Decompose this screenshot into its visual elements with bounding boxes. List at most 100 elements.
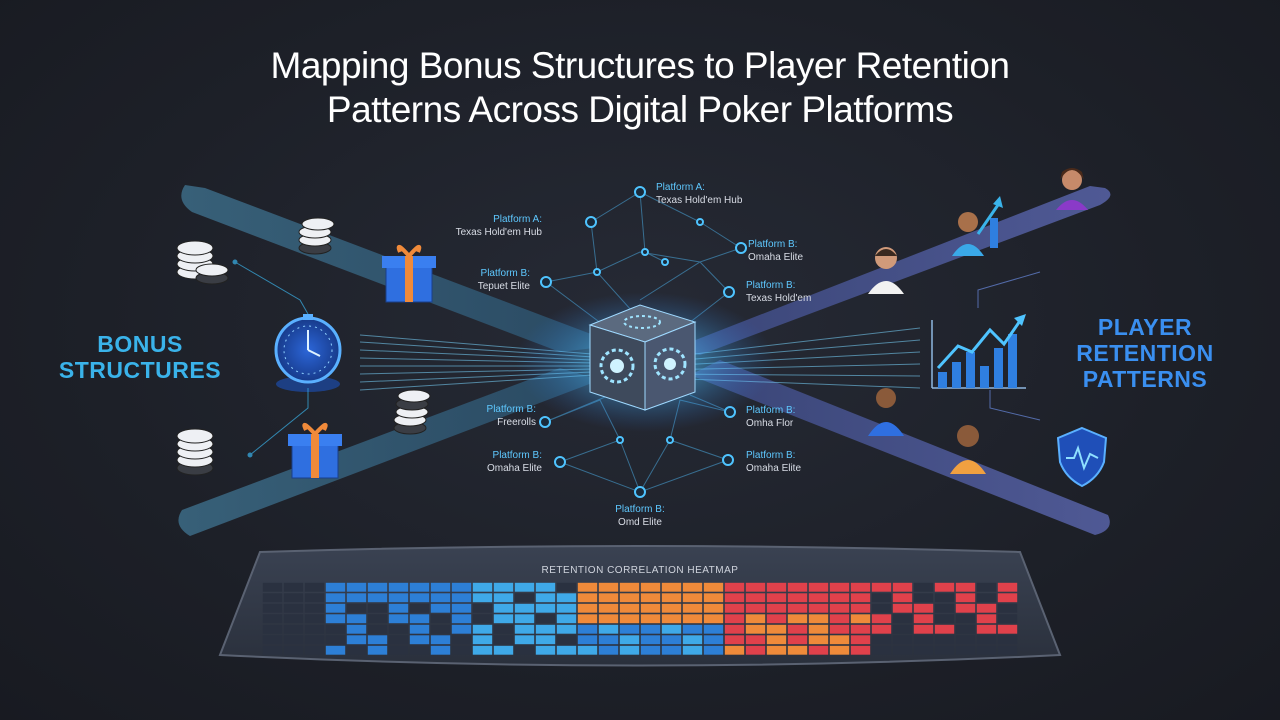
heatmap-cell: [346, 624, 367, 634]
heatmap-cell: [325, 624, 346, 634]
heatmap-cell: [829, 593, 850, 603]
svg-text:Platform A:: Platform A:: [493, 214, 542, 225]
heatmap-cell: [388, 624, 409, 634]
heatmap-cell: [472, 603, 493, 613]
svg-text:Freerolls: Freerolls: [497, 417, 536, 428]
heatmap-cell: [724, 603, 745, 613]
heatmap-cell: [514, 635, 535, 645]
heatmap-cell: [304, 635, 325, 645]
heatmap-cell: [787, 645, 808, 655]
heatmap-cell: [388, 645, 409, 655]
heatmap-cell: [556, 582, 577, 592]
heatmap-cell: [829, 614, 850, 624]
heatmap-cell: [262, 645, 283, 655]
heatmap-cell: [808, 603, 829, 613]
heatmap-cell: [724, 614, 745, 624]
heatmap-cell: [388, 603, 409, 613]
heatmap-cell: [829, 603, 850, 613]
heatmap-cell: [514, 624, 535, 634]
heatmap-cell: [577, 645, 598, 655]
heatmap-title: RETENTION CORRELATION HEATMAP: [541, 565, 739, 576]
heatmap-cell: [451, 603, 472, 613]
heatmap-cell: [472, 645, 493, 655]
person-avatar-icon: [952, 212, 984, 256]
heatmap-cell: [871, 603, 892, 613]
heatmap-cell: [661, 645, 682, 655]
heatmap-cell: [703, 624, 724, 634]
heatmap-cell: [367, 582, 388, 592]
poker-chips-icon: [176, 240, 229, 285]
heatmap-cell: [472, 614, 493, 624]
heatmap-cell: [787, 614, 808, 624]
heatmap-cell: [409, 593, 430, 603]
heatmap-cell: [997, 614, 1018, 624]
heatmap-cell: [745, 593, 766, 603]
heatmap-cell: [682, 645, 703, 655]
heatmap-cell: [304, 624, 325, 634]
heatmap-cell: [997, 603, 1018, 613]
heatmap-cell: [346, 635, 367, 645]
heatmap-cell: [493, 635, 514, 645]
heatmap-cell: [325, 635, 346, 645]
heatmap-cell: [808, 614, 829, 624]
shield-heart-icon: [1056, 426, 1108, 488]
heatmap-cell: [535, 603, 556, 613]
svg-text:Platform B:: Platform B:: [615, 504, 664, 515]
heatmap-cell: [787, 624, 808, 634]
heatmap-cell: [682, 624, 703, 634]
heatmap-cell: [766, 624, 787, 634]
heatmap-cell: [955, 603, 976, 613]
gift-box-icon: [288, 422, 342, 479]
svg-text:Platform B:: Platform B:: [487, 404, 536, 415]
heatmap-cell: [556, 635, 577, 645]
heatmap-cell: [724, 635, 745, 645]
heatmap-cell: [766, 614, 787, 624]
heatmap-cell: [976, 624, 997, 634]
heatmap-cell: [871, 635, 892, 645]
heatmap-cell: [934, 645, 955, 655]
heatmap-cell: [493, 645, 514, 655]
heatmap-cell: [724, 645, 745, 655]
heatmap-cell: [556, 624, 577, 634]
right-connectors: [977, 271, 1041, 421]
heatmap-cell: [976, 593, 997, 603]
heatmap-cell: [451, 635, 472, 645]
heatmap-cell: [766, 582, 787, 592]
heatmap-cell: [850, 645, 871, 655]
bonus-label-line-2: STRUCTURES: [58, 357, 222, 383]
heatmap-cell: [430, 603, 451, 613]
node-label-1: Platform A: Texas Hold'em Hub: [656, 182, 743, 206]
left-band-lower: [178, 368, 600, 536]
heatmap-cell: [451, 582, 472, 592]
heatmap-cell: [514, 582, 535, 592]
heatmap-cell: [913, 603, 934, 613]
bonus-structures-label: BONUS STRUCTURES: [40, 331, 240, 383]
heatmap-cell: [787, 635, 808, 645]
heatmap-cell: [346, 614, 367, 624]
heatmap-cell: [430, 635, 451, 645]
heatmap-cell: [409, 635, 430, 645]
heatmap-cell: [829, 582, 850, 592]
svg-text:Texas Hold'em Hub: Texas Hold'em Hub: [656, 195, 743, 206]
heatmap-cell: [871, 582, 892, 592]
heatmap-cell: [745, 645, 766, 655]
retention-label-line-3: PATTERNS: [1082, 366, 1208, 392]
heatmap-cell: [640, 593, 661, 603]
svg-text:Omha Flor: Omha Flor: [746, 418, 794, 429]
heatmap-cell: [703, 603, 724, 613]
heatmap-cell: [808, 624, 829, 634]
title-line-1: Mapping Bonus Structures to Player Reten…: [270, 45, 1010, 86]
heatmap-cell: [976, 603, 997, 613]
heatmap-cell: [304, 645, 325, 655]
heatmap-cell: [325, 582, 346, 592]
heatmap-cell: [577, 624, 598, 634]
retention-label-line-2: RETENTION: [1076, 340, 1214, 366]
node-label-5: Platform B: Texas Hold'em: [746, 280, 811, 304]
poker-chips-icon: [298, 217, 335, 255]
heatmap-cell: [829, 624, 850, 634]
heatmap-cell: [619, 582, 640, 592]
heatmap-cell: [283, 593, 304, 603]
heatmap-cell: [661, 635, 682, 645]
heatmap-cell: [619, 624, 640, 634]
svg-text:Omaha Elite: Omaha Elite: [746, 463, 801, 474]
